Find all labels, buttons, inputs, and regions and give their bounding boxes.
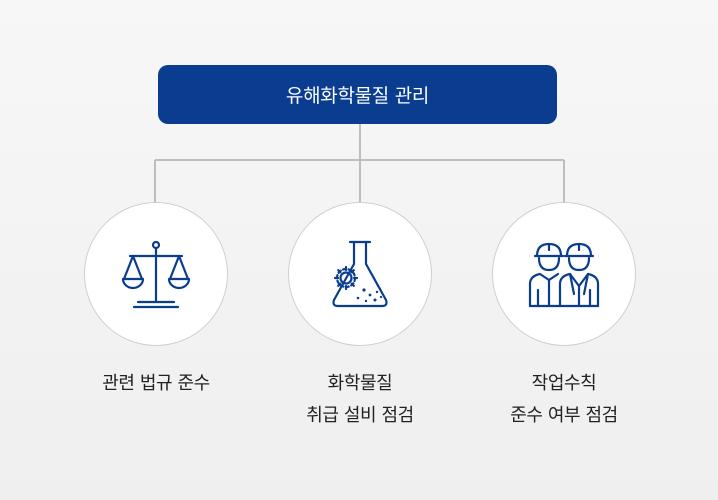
label-legal-compliance: 관련 법규 준수 xyxy=(66,368,246,400)
label-line: 화학물질 xyxy=(327,373,393,394)
node-work-rules xyxy=(492,202,636,346)
label-facility-inspection: 화학물질 취급 설비 점검 xyxy=(270,368,450,432)
balance-scale-icon xyxy=(121,240,191,309)
label-line: 관련 법규 준수 xyxy=(102,373,210,394)
label-line: 취급 설비 점검 xyxy=(306,405,414,426)
label-line: 준수 여부 점검 xyxy=(510,405,618,426)
title-text: 유해화학물질 관리 xyxy=(285,85,430,107)
label-line: 작업수칙 xyxy=(531,373,597,394)
title-box: 유해화학물질 관리 xyxy=(158,65,557,124)
node-legal-compliance xyxy=(84,202,228,346)
flask-gear-icon xyxy=(332,240,388,308)
label-work-rules: 작업수칙 준수 여부 점검 xyxy=(474,368,654,432)
workers-helmet-icon xyxy=(528,242,600,308)
node-facility-inspection xyxy=(288,202,432,346)
